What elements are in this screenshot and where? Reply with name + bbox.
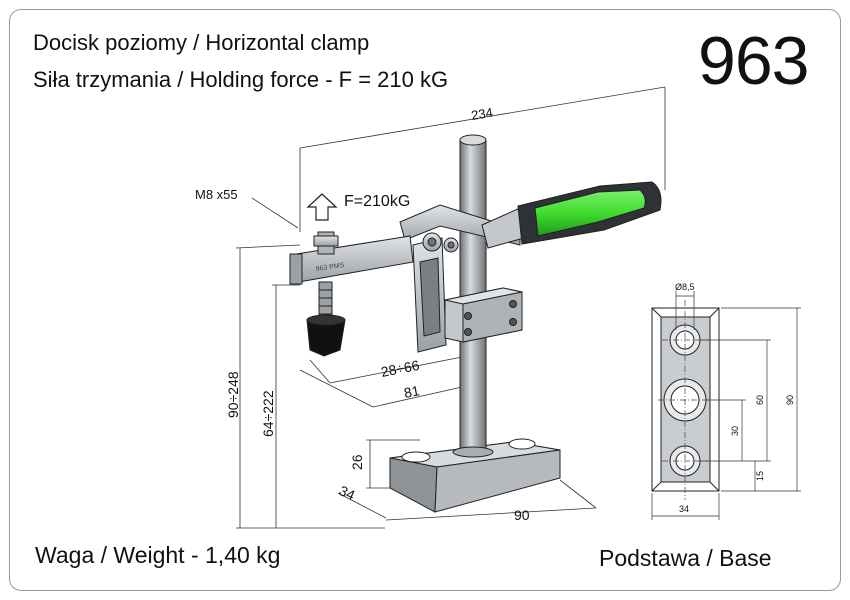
clamp-base — [389, 438, 561, 513]
bolt-label: M8 x55 — [195, 187, 238, 202]
base-plate-dimension-lines — [651, 291, 801, 520]
dim-overall-length: 234 — [470, 105, 494, 123]
dim-plate-length: 90 — [785, 395, 795, 405]
clamp-spindle — [306, 231, 346, 357]
dim-spindle-height-range: 64÷222 — [260, 390, 276, 437]
dim-reach: 81 — [403, 382, 422, 401]
dim-plate-width: 34 — [679, 504, 689, 514]
dim-center-offset: 30 — [730, 426, 740, 436]
force-arrow-icon — [306, 193, 338, 221]
clamp-handle — [481, 181, 662, 249]
pole-mounting-block — [444, 287, 523, 343]
dim-height-range: 90÷248 — [225, 371, 241, 418]
product-title: Docisk poziomy / Horizontal clamp — [33, 30, 370, 55]
base-caption: Podstawa / Base — [599, 545, 772, 571]
dim-base-depth: 34 — [337, 482, 358, 503]
dim-hole-diameter: Ø8,5 — [675, 282, 695, 292]
dim-reach-range: 28÷66 — [380, 357, 421, 380]
clamp-dimension-labels: M8 x55 F=210kG 234 28÷66 81 90÷248 64÷22… — [195, 105, 530, 523]
clamp-arm: 963 PMS — [289, 235, 414, 285]
dim-hole-pitch: 60 — [755, 395, 765, 405]
clamp-dimension-lines — [235, 86, 666, 529]
dim-base-length: 90 — [514, 507, 530, 523]
base-plate-drawing — [651, 300, 720, 500]
dim-base-height: 26 — [349, 454, 365, 470]
dim-edge-offset: 15 — [755, 471, 765, 481]
base-plate-dimension-labels: Ø8,5 34 90 60 30 15 — [675, 282, 795, 514]
holding-force-title: Siła trzymania / Holding force - F = 210… — [33, 67, 449, 92]
weight-label: Waga / Weight - 1,40 kg — [35, 542, 281, 568]
drawing-frame — [9, 9, 841, 591]
force-label: F=210kG — [344, 193, 410, 210]
model-number: 963 — [698, 23, 809, 99]
arm-marking: 963 PMS — [315, 262, 345, 273]
